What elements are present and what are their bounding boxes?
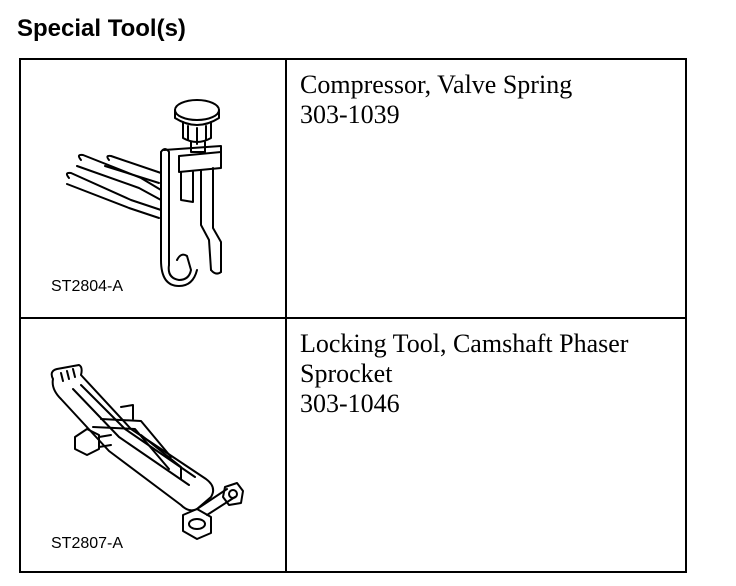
tool-name-line: Locking Tool, Camshaft Phaser [300,329,629,358]
tool-description-cell: Locking Tool, Camshaft Phaser Sprocket 3… [287,319,685,571]
figure-code: ST2804-A [51,278,124,295]
tool-name-line: Sprocket [300,359,393,388]
tool-illustration-cell: ST2807-A [21,319,287,571]
tool-description-cell: Compressor, Valve Spring 303-1039 [287,60,685,317]
camshaft-phaser-locking-tool-icon [50,364,244,540]
tool-part-number: 303-1046 [300,389,400,418]
page-heading: Special Tool(s) [17,15,186,42]
tool-name: Compressor, Valve Spring [300,70,573,99]
tool-part-number: 303-1039 [300,100,400,129]
tool-row: ST2804-A Compressor, Valve Spring 303-10… [21,60,685,319]
tool-illustration-cell: ST2804-A [21,60,287,317]
tool-row: ST2807-A Locking Tool, Camshaft Phaser S… [21,319,685,571]
figure-code: ST2807-A [51,535,124,552]
special-tools-table: ST2804-A Compressor, Valve Spring 303-10… [19,58,687,573]
valve-spring-compressor-icon [65,99,222,287]
